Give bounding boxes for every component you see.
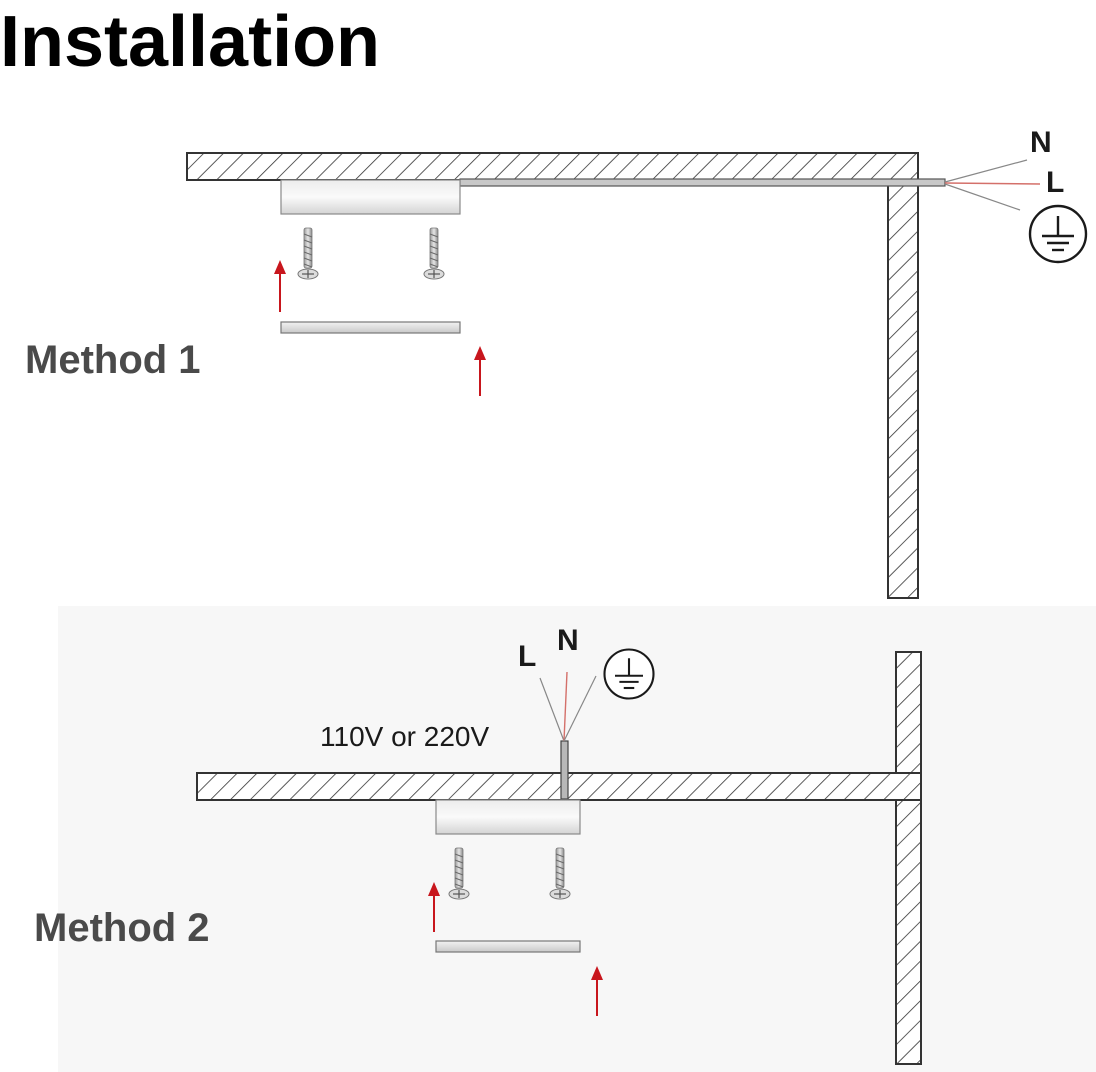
ceiling-slab [186, 152, 919, 181]
cable-conduit [560, 740, 569, 800]
wires [944, 159, 1041, 211]
method-1-diagram: N L Method 1 [25, 126, 1088, 599]
method-2-diagram: L N 110V or 220V Method 2 [34, 606, 1096, 1072]
ground-symbol-icon [603, 648, 655, 700]
ground-symbol-icon [1028, 204, 1088, 264]
wire-label-n: N [557, 624, 579, 657]
ceiling-slab [196, 772, 922, 801]
wires [539, 671, 597, 742]
wall-vertical [895, 651, 922, 1065]
page-title: Installation [0, 2, 380, 82]
wall-vertical [887, 152, 919, 599]
method-2-panel [58, 606, 1096, 1072]
voltage-label: 110V or 220V [320, 721, 489, 752]
screw-icon [297, 227, 319, 280]
mounting-plate [280, 321, 461, 334]
light-fixture [435, 799, 581, 835]
up-arrow-icon [274, 260, 286, 312]
method-1-label: Method 1 [25, 338, 201, 382]
wire-label-n: N [1030, 126, 1052, 159]
up-arrow-icon [428, 882, 440, 932]
wire-label-l: L [1046, 166, 1064, 199]
method-2-label: Method 2 [34, 906, 210, 950]
mounting-plate [435, 940, 581, 953]
wire-label-l: L [518, 640, 536, 673]
screw-icon [423, 227, 445, 280]
up-arrow-icon [474, 346, 486, 396]
cable-conduit [459, 178, 946, 187]
up-arrow-icon [591, 966, 603, 1016]
light-fixture [280, 179, 461, 215]
